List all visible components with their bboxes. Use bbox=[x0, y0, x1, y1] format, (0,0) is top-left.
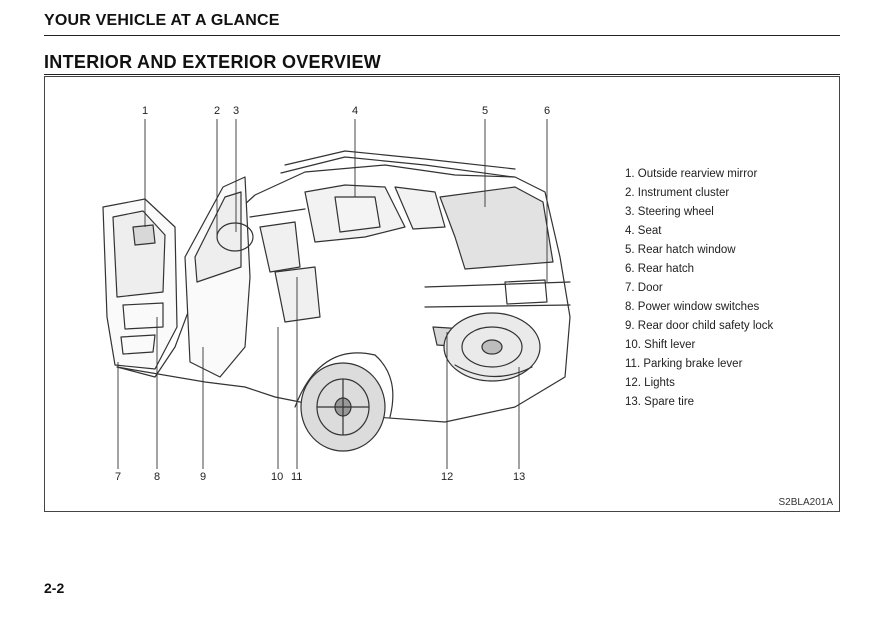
legend-item: 11. Parking brake lever bbox=[625, 358, 743, 370]
legend-item: 4. Seat bbox=[625, 225, 662, 237]
legend-item: 3. Steering wheel bbox=[625, 206, 714, 218]
callout-12: 12 bbox=[441, 471, 454, 483]
callout-11: 11 bbox=[291, 471, 303, 483]
callout-4: 4 bbox=[352, 105, 359, 117]
callout-13: 13 bbox=[513, 471, 526, 483]
legend-item: 2. Instrument cluster bbox=[625, 187, 730, 199]
legend-item: 5. Rear hatch window bbox=[625, 244, 736, 256]
callout-8: 8 bbox=[154, 471, 161, 483]
legend-item: 9. Rear door child safety lock bbox=[625, 320, 774, 332]
legend-item: 6. Rear hatch bbox=[625, 263, 695, 275]
figure-code: S2BLA201A bbox=[778, 497, 834, 508]
callout-5: 5 bbox=[482, 105, 489, 117]
header-rule bbox=[44, 35, 840, 36]
legend-list: 1. Outside rearview mirror 2. Instrument… bbox=[625, 165, 773, 412]
callout-6: 6 bbox=[544, 105, 551, 117]
legend-item: 7. Door bbox=[625, 282, 663, 294]
section-header: YOUR VEHICLE AT A GLANCE bbox=[44, 12, 280, 29]
callout-3: 3 bbox=[233, 105, 240, 117]
callout-9: 9 bbox=[200, 471, 207, 483]
callout-10: 10 bbox=[271, 471, 284, 483]
callout-1: 1 bbox=[142, 105, 149, 117]
title-rule bbox=[44, 74, 840, 75]
legend-item: 10. Shift lever bbox=[625, 339, 696, 351]
figure-frame: 1 2 3 4 5 6 7 8 9 10 11 12 13 1. Outside… bbox=[44, 76, 840, 512]
callout-7: 7 bbox=[115, 471, 122, 483]
legend-item: 8. Power window switches bbox=[625, 301, 760, 313]
legend-item: 12. Lights bbox=[625, 377, 675, 389]
page-title: INTERIOR AND EXTERIOR OVERVIEW bbox=[44, 52, 382, 72]
page-number: 2-2 bbox=[44, 580, 65, 596]
vehicle-illustration bbox=[102, 119, 571, 469]
callout-2: 2 bbox=[214, 105, 221, 117]
legend-item: 13. Spare tire bbox=[625, 396, 695, 408]
legend-item: 1. Outside rearview mirror bbox=[625, 168, 758, 180]
